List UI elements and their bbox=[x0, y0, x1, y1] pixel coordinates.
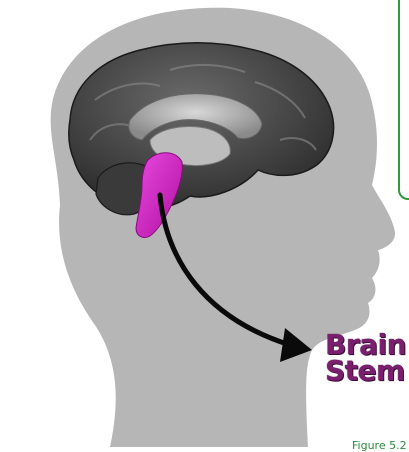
label-line-2: Stem bbox=[325, 358, 409, 384]
info-panel-edge bbox=[398, 0, 409, 200]
brain-stem-label: Brain Stem bbox=[325, 332, 409, 384]
figure-caption: Figure 5.2 | bbox=[352, 439, 409, 452]
